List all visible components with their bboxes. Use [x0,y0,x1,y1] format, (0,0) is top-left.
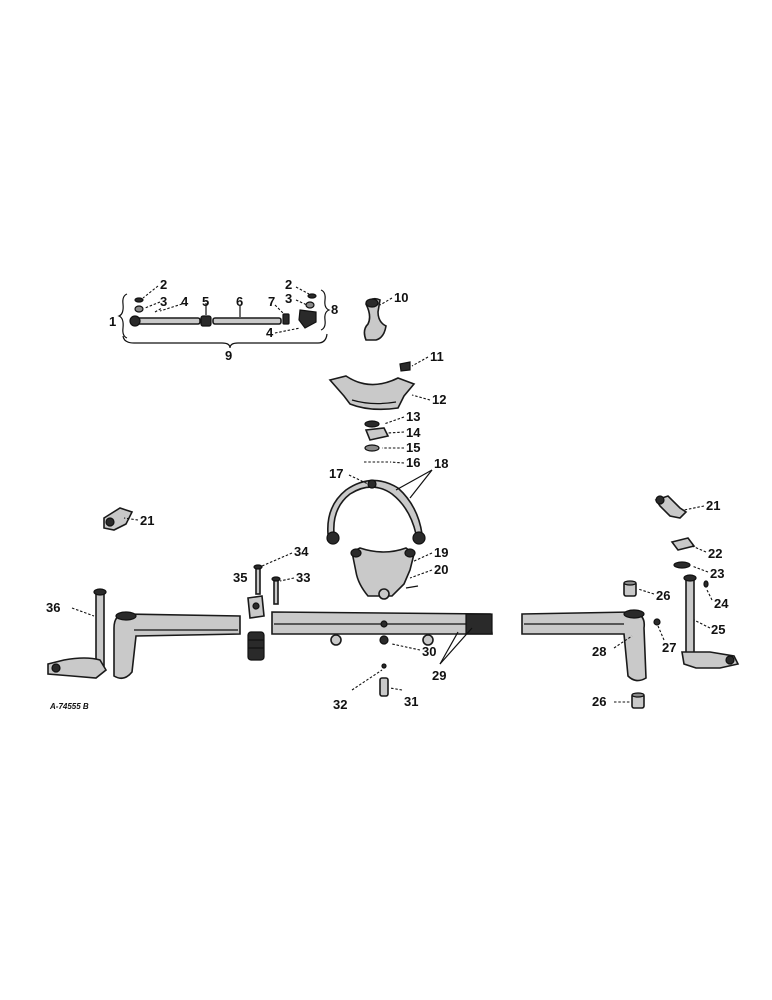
axle-extension-left [113,611,241,680]
callout-2-right: 2 [285,277,292,292]
callout-4-right: 4 [266,325,274,340]
callout-32: 32 [333,697,347,712]
spindle-36-left [47,588,108,679]
callout-15: 15 [406,440,420,455]
callout-14: 14 [406,425,421,440]
callout-23: 23 [710,566,724,581]
callout-27: 27 [662,640,676,655]
pin-27 [653,618,665,641]
callout-1: 1 [109,314,116,329]
bushing-26-lower [614,692,645,709]
callout-34: 34 [294,544,309,559]
steering-arm-10 [363,297,393,341]
callout-6: 6 [236,294,243,309]
callout-5: 5 [202,294,209,309]
callout-2-left: 2 [160,277,167,292]
pin-32 [351,663,387,691]
callout-20: 20 [434,562,448,577]
steering-arm-21-right [654,495,705,519]
callout-9: 9 [225,348,232,363]
center-axle [271,611,493,665]
pin-31 [379,677,403,697]
callout-19: 19 [434,545,448,560]
tie-rod-assembly [117,285,331,349]
steering-arm-21-left [103,507,139,531]
callout-26-upper: 26 [656,588,670,603]
radius-rod-18 [326,469,433,545]
callout-22: 22 [708,546,722,561]
callout-21-right: 21 [706,498,720,513]
callout-18: 18 [434,456,448,471]
bolster-bracket-19 [350,547,433,600]
bushing-26-upper [623,580,655,597]
callout-26-lower: 26 [592,694,606,709]
callout-33: 33 [296,570,310,585]
callout-17: 17 [329,466,343,481]
block-35 [247,595,265,619]
right-hardware-22-24 [670,537,713,601]
callout-3-left: 3 [160,294,167,309]
callout-12: 12 [432,392,446,407]
callout-28: 28 [592,644,606,659]
callout-21-left: 21 [140,513,154,528]
callout-11: 11 [430,349,444,364]
callout-30: 30 [422,644,436,659]
callout-35: 35 [233,570,247,585]
axle-extension-right [521,609,647,682]
callout-16: 16 [406,455,420,470]
figure-code: A-74555 B [49,702,89,711]
pin-hardware-13-16 [364,416,405,464]
callout-25: 25 [711,622,725,637]
callout-29: 29 [432,668,446,683]
callout-3-right: 3 [285,291,292,306]
pin-33 [271,576,295,605]
callout-13: 13 [406,409,420,424]
bolster-12 [328,356,431,411]
callout-24: 24 [714,596,729,611]
callout-10: 10 [394,290,408,305]
callout-4-left: 4 [181,294,189,309]
spring-block [247,631,265,661]
callout-7: 7 [268,294,275,309]
callout-36: 36 [46,600,60,615]
callout-labels: 2 3 4 1 5 6 7 2 3 8 4 9 10 11 12 13 14 1… [46,277,729,712]
spindle-25-right [681,574,740,669]
callout-31: 31 [404,694,418,709]
pin-34 [253,552,293,595]
callout-8: 8 [331,302,338,317]
